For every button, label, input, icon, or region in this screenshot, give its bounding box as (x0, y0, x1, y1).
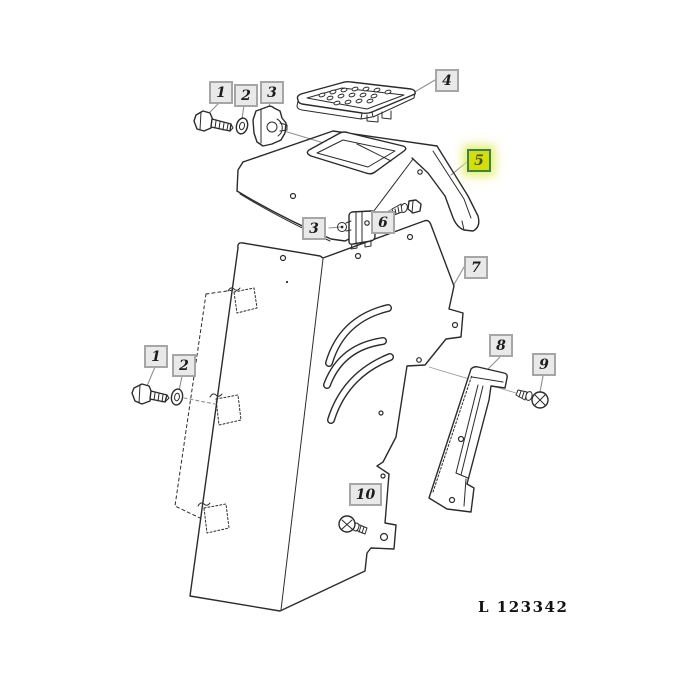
callout-2-top[interactable]: 2 (234, 84, 258, 107)
callout-3-mid[interactable]: 3 (302, 217, 326, 240)
screw-10 (338, 515, 368, 535)
callout-7[interactable]: 7 (464, 256, 488, 279)
callout-5-highlighted[interactable]: 5 (467, 149, 491, 172)
lower-tab-hole (379, 532, 389, 542)
washer-top (235, 117, 249, 135)
callout-10[interactable]: 10 (349, 483, 382, 506)
clamp-bracket-top (252, 105, 288, 147)
callout-1-top[interactable]: 1 (209, 81, 233, 104)
grille-slot-pattern (318, 86, 392, 106)
callout-4[interactable]: 4 (435, 69, 459, 92)
callout-8[interactable]: 8 (489, 334, 513, 357)
hex-bolt-left (131, 383, 170, 405)
callout-9[interactable]: 9 (532, 353, 556, 376)
washer-left (170, 388, 184, 406)
side-panel (174, 219, 464, 612)
screw-9 (515, 389, 549, 409)
cowl-opening (306, 131, 407, 175)
callout-6[interactable]: 6 (371, 211, 395, 234)
screw-6 (391, 199, 422, 216)
callout-2-left[interactable]: 2 (172, 354, 196, 377)
callout-3-top[interactable]: 3 (260, 81, 284, 104)
hidden-edge-dashes (174, 287, 258, 534)
upper-tab-hole (451, 321, 459, 329)
hex-bolt-top (193, 110, 234, 132)
louver-slots (323, 304, 394, 424)
cowl-panel (236, 130, 480, 242)
support-bracket (428, 366, 508, 513)
panel-fold-line (280, 258, 324, 611)
figure-code: L 123342 (478, 598, 569, 616)
grille-plate (296, 80, 416, 123)
callout-1-left[interactable]: 1 (144, 345, 168, 368)
